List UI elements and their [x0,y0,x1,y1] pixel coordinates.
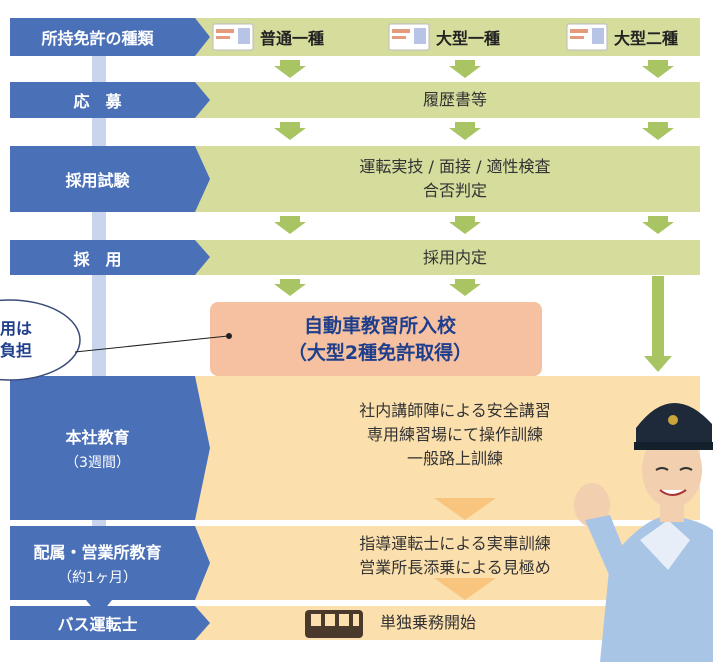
school-title: 自動車教習所入校 [303,315,456,338]
stage-band-1 [190,82,700,118]
license-card-icon [566,23,608,51]
stage-content-hiring: 採用内定 [422,247,487,267]
stage-content-exam: 運転実技 / 面接 / 適性検査 合否判定 [359,157,551,200]
stage-band-2 [190,146,700,212]
stage-content-application: 履歴書等 [422,90,487,109]
license-card-icon [388,23,430,51]
stage-content-bus-driver: 単独乗務開始 [380,613,477,632]
stage-band-4 [190,376,700,520]
arrow-down-icon [274,60,674,78]
stage-band-3 [190,240,700,275]
stage-label-application: 応 募 [73,92,122,111]
stage-band-5 [190,526,700,600]
header-label-bg [10,18,210,56]
school-box [210,302,542,376]
bus-icon [305,610,363,638]
callout-text: 用は 負担 [0,318,33,360]
license-type-label: 所持免許の種類 [41,29,154,48]
stage-label-office-training: 配属・営業所教育 （約1ヶ月） [33,543,162,586]
stage-label-hq-training: 本社教育 （3週間） [65,428,130,471]
stage-content-office-training: 指導運転士による実車訓練 営業所長添乗による見極め [359,534,551,577]
license-card-icon [212,23,254,51]
callout-oval [0,299,81,381]
driving-school-box: 自動車教習所入校 （大型2種免許取得） [230,304,530,376]
license-option-large-1: 大型一種 [388,22,500,52]
school-subtitle: （大型2種免許取得） [287,342,473,364]
stage-label-hiring: 採 用 [73,249,122,269]
license-option-large-2: 大型二種 [566,22,678,52]
driver-photo [574,402,713,662]
stage-content-hq-training: 社内講師陣による安全講習 専用練習場にて操作訓練 一般路上訓練 [359,401,551,468]
license-option-regular-1: 普通一種 [212,22,324,52]
stage-label-bus-driver: バス運転士 [57,615,138,634]
stage-label-exam: 採用試験 [65,171,130,190]
